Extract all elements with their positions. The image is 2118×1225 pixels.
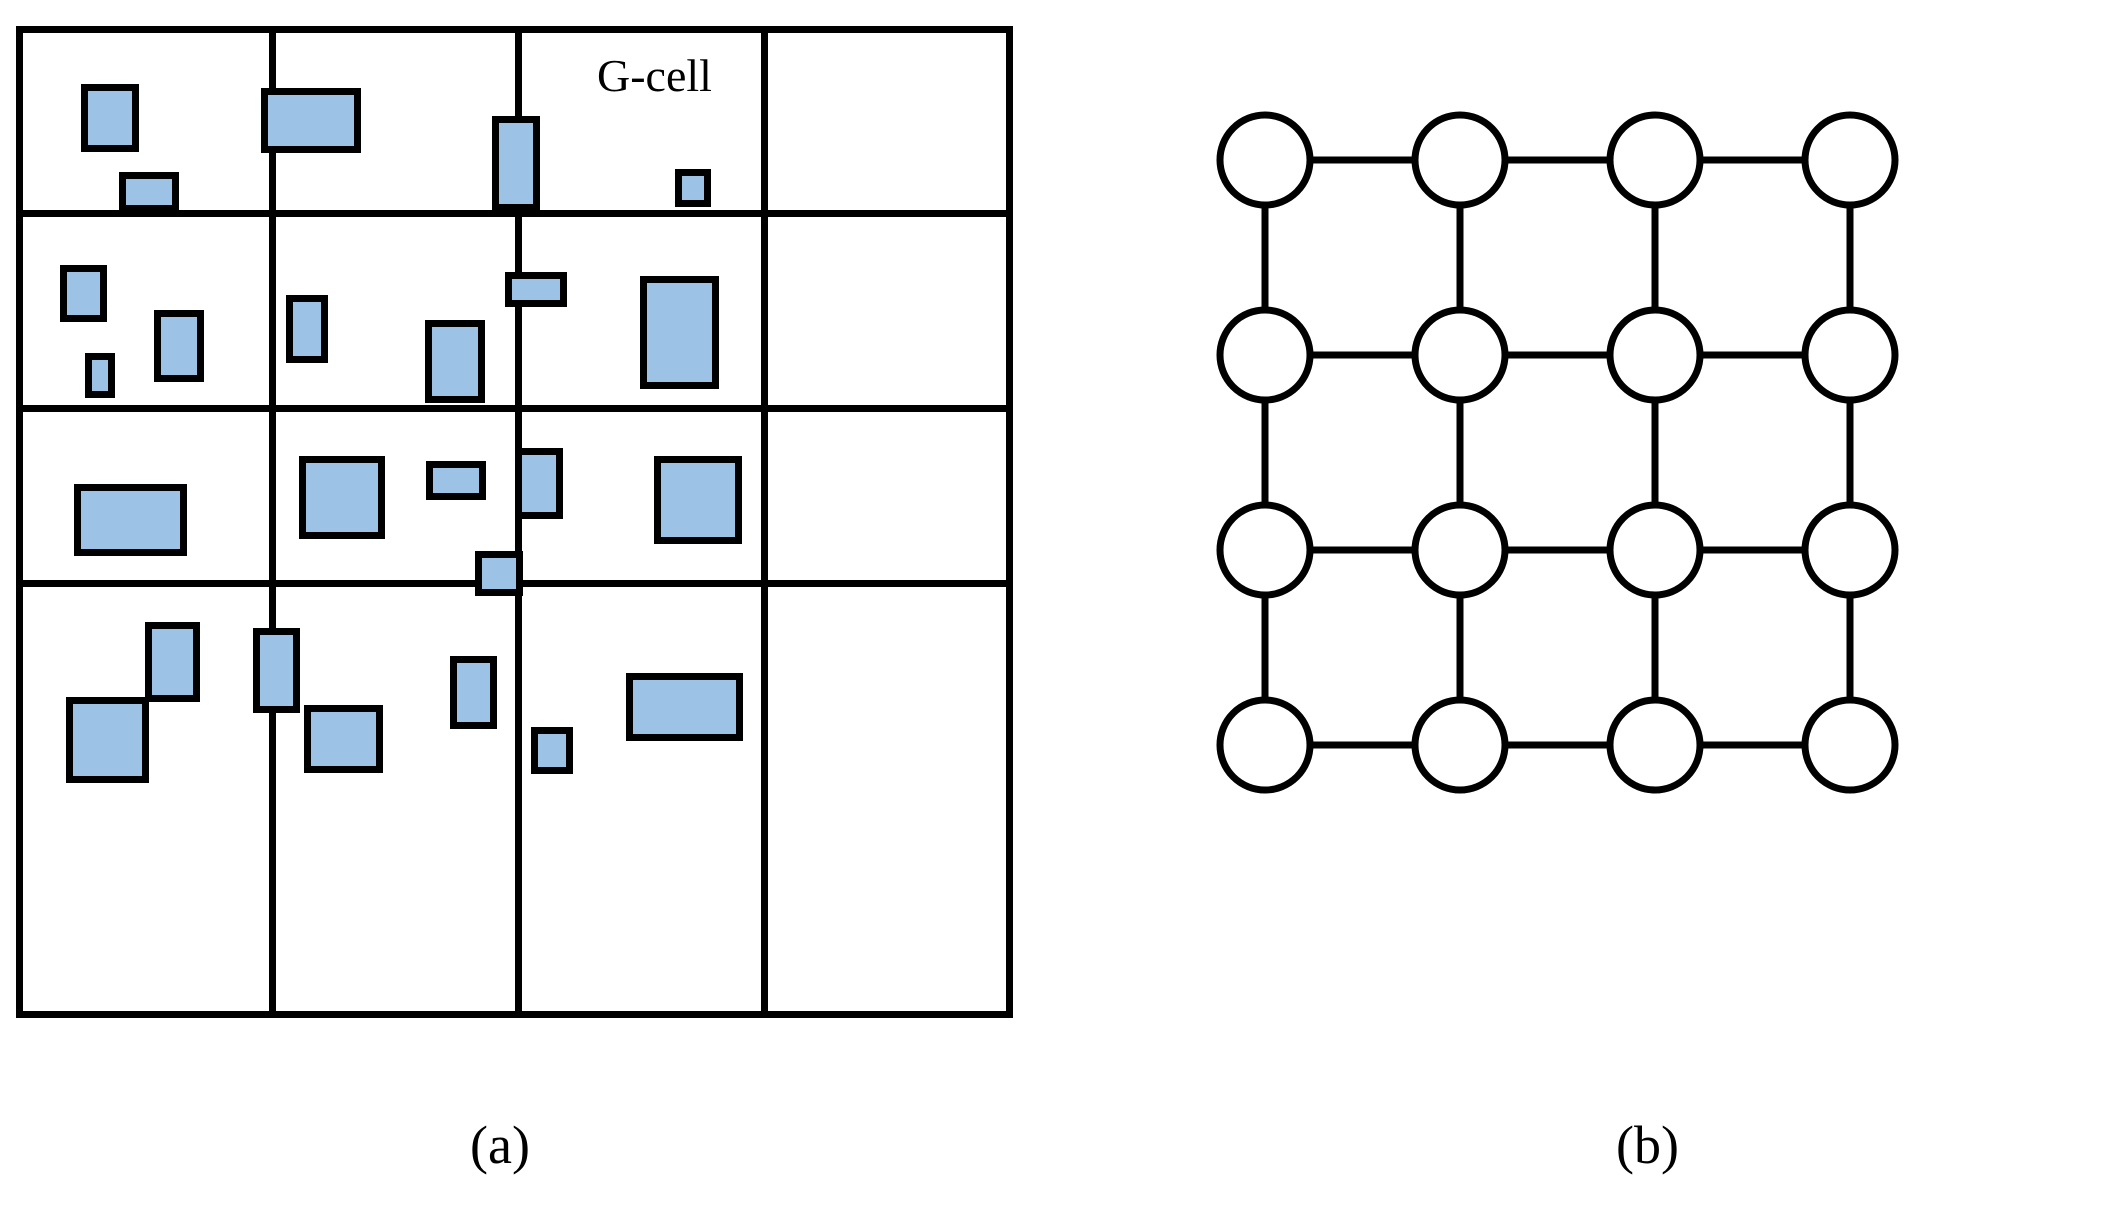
g-cell-rect bbox=[66, 697, 149, 783]
grid-divider-horizontal-1 bbox=[23, 210, 1006, 217]
graph-node bbox=[1411, 696, 1509, 794]
graph-node bbox=[1216, 501, 1314, 599]
graph-node bbox=[1216, 111, 1314, 209]
grid-divider-vertical-2 bbox=[515, 33, 522, 1011]
g-cell-rect bbox=[74, 484, 187, 556]
g-cell-rect bbox=[60, 265, 107, 322]
g-cell-rect bbox=[154, 310, 204, 382]
graph-node bbox=[1801, 501, 1899, 599]
graph-node bbox=[1606, 501, 1704, 599]
grid-divider-vertical-3 bbox=[761, 33, 768, 1011]
g-cell-annotation-label: G-cell bbox=[597, 50, 712, 101]
g-cell-rect bbox=[145, 622, 200, 702]
g-cell-rect bbox=[475, 551, 523, 596]
g-cell-rect bbox=[492, 116, 540, 211]
g-cell-rect bbox=[304, 705, 383, 773]
g-cell-rect bbox=[286, 295, 328, 363]
g-cell-grid: G-cell bbox=[16, 26, 1013, 1018]
g-cell-rect bbox=[515, 448, 563, 519]
g-cell-rect bbox=[505, 272, 567, 307]
graph-node bbox=[1801, 696, 1899, 794]
graph-node bbox=[1216, 306, 1314, 404]
graph-node bbox=[1411, 306, 1509, 404]
g-cell-rect bbox=[531, 727, 573, 774]
graph-node bbox=[1606, 696, 1704, 794]
g-cell-rect bbox=[425, 320, 485, 403]
panel-b: (b) bbox=[1060, 0, 2118, 1225]
g-cell-rect bbox=[626, 673, 743, 741]
graph-node bbox=[1606, 111, 1704, 209]
graph-node-group bbox=[1216, 111, 1899, 794]
g-cell-rect bbox=[253, 628, 300, 713]
g-cell-rect bbox=[675, 169, 711, 207]
graph-node bbox=[1216, 696, 1314, 794]
g-cell-rect bbox=[654, 456, 742, 544]
g-cell-rect bbox=[261, 88, 361, 153]
grid-divider-vertical-1 bbox=[269, 33, 276, 1011]
g-cell-rect bbox=[119, 172, 179, 212]
caption-panel-b: (b) bbox=[1616, 1115, 1679, 1175]
g-cell-rect bbox=[450, 656, 497, 729]
g-cell-rect bbox=[81, 84, 139, 152]
graph-node bbox=[1606, 306, 1704, 404]
graph-node bbox=[1801, 306, 1899, 404]
g-cell-rect bbox=[85, 353, 115, 398]
g-cell-rect bbox=[640, 276, 719, 389]
graph-node bbox=[1801, 111, 1899, 209]
g-cell-rect bbox=[426, 461, 486, 500]
graph-edge-group bbox=[1261, 156, 1854, 749]
caption-panel-a: (a) bbox=[470, 1115, 530, 1175]
g-cell-rect bbox=[299, 456, 385, 539]
panel-a: G-cell (a) bbox=[16, 26, 1013, 1175]
graph-node bbox=[1411, 111, 1509, 209]
graph-node bbox=[1411, 501, 1509, 599]
mesh-graph bbox=[1216, 111, 1899, 794]
grid-divider-horizontal-2 bbox=[23, 405, 1006, 412]
